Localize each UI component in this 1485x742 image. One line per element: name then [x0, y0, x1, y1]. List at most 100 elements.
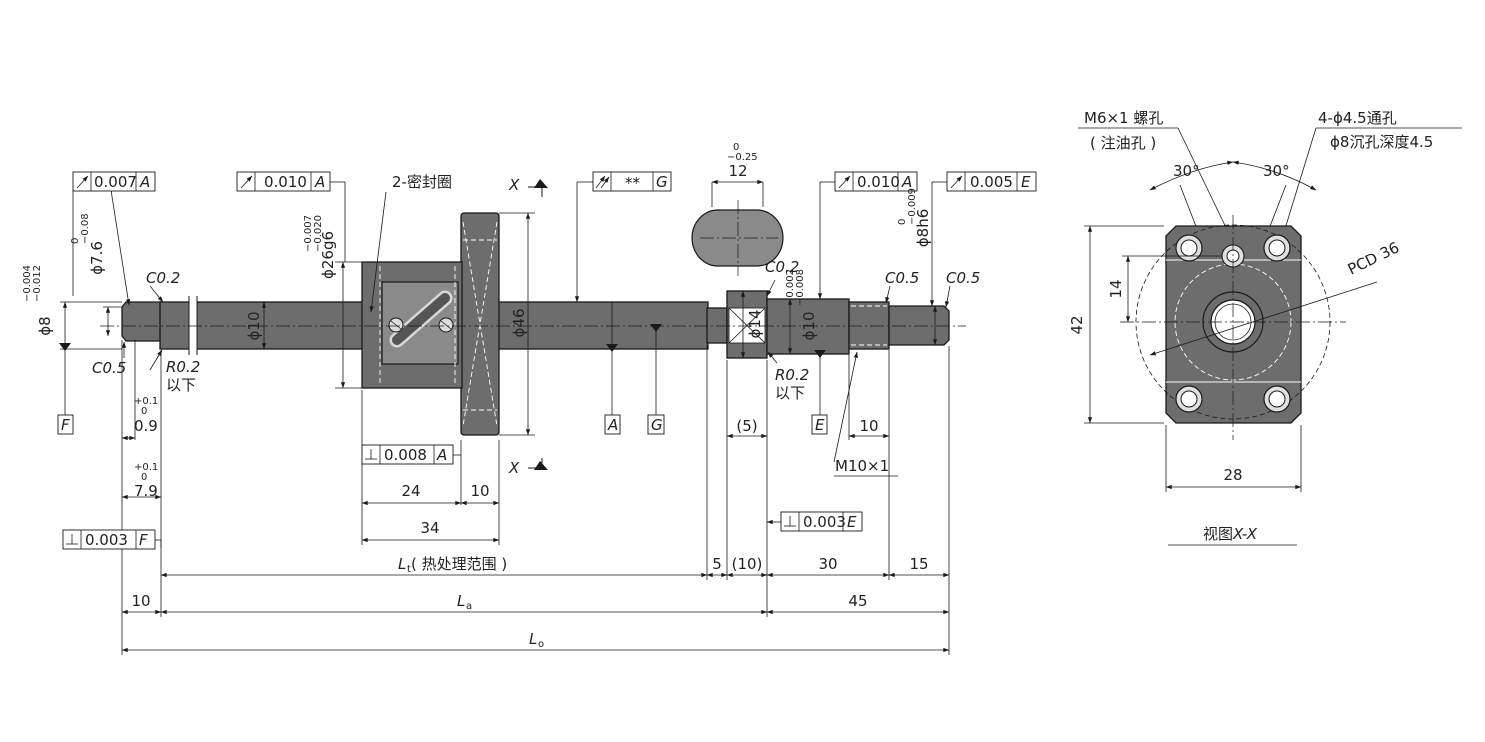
view-m6-note: ( 注油孔 ): [1090, 134, 1156, 152]
tol-0005: 0.005: [970, 173, 1013, 191]
end-view-texts: M6×1 螺孔 ( 注油孔 ) 4-ϕ4.5通孔 ϕ8沉孔深度4.5 30° 3…: [1068, 109, 1433, 543]
view-w28: 28: [1223, 466, 1242, 484]
dim-m10: M10×1: [835, 457, 889, 475]
screw-side-view: [100, 212, 966, 436]
dim-c02-right: C0.2: [765, 258, 799, 276]
dim-c05-right: C0.5: [946, 269, 980, 287]
dimension-lines: [59, 179, 951, 655]
tol-0003-e: 0.003: [803, 513, 846, 531]
dim-la-sub: a: [466, 601, 472, 612]
dim-d76: ϕ7.6: [88, 241, 106, 275]
dim-d26-upper: −0.007: [303, 215, 314, 252]
dim-lt-note: ( 热处理范围 ): [411, 555, 507, 573]
tol-0010-left: 0.010: [264, 173, 307, 191]
dim-30: 30: [818, 555, 837, 573]
dim-r02-right: R0.2: [775, 366, 809, 384]
dim-15: 15: [909, 555, 928, 573]
dim-d8-lower: −0.012: [32, 265, 43, 302]
neck-segment: [706, 307, 728, 344]
tol-0007: 0.007: [94, 173, 137, 191]
dim-5: 5: [712, 555, 722, 573]
dim-09-lower: 0: [141, 406, 147, 417]
dim-79: 7.9: [134, 482, 158, 500]
view-angle-left: 30°: [1173, 162, 1200, 180]
datum-ref-a3: A: [901, 173, 912, 191]
dim-d46: ϕ46: [510, 309, 528, 338]
section-mark-top: X: [508, 176, 520, 194]
tol-0008: 0.008: [384, 446, 427, 464]
dim-d8h6-upper: 0: [897, 219, 908, 225]
dim-lt-sub: t: [407, 564, 411, 575]
dim-d14: ϕ14: [746, 310, 764, 339]
dim-34: 34: [420, 519, 439, 537]
dim-5p: (5): [736, 417, 757, 435]
datum-ref-e1: E: [1021, 173, 1031, 191]
dim-d76-upper: 0: [70, 238, 81, 244]
dim-d8h6-lower: −0.009: [907, 188, 918, 225]
end-view-xx: [1078, 127, 1462, 546]
dim-d10: ϕ10: [245, 312, 263, 341]
dim-c02-left: C0.2: [146, 269, 180, 287]
view-caption-x: X-X: [1232, 525, 1258, 543]
dim-lo-sub: o: [538, 639, 544, 650]
datum-a: A: [607, 416, 618, 434]
gdt-texts: 0.007 A 0.010 A ** G 0.010 A 0.005 E 0.0…: [61, 173, 1031, 549]
tol-parallel: **: [625, 174, 641, 192]
dim-r02-left: R0.2: [166, 358, 200, 376]
datum-ref-a4: A: [436, 446, 447, 464]
view-h42: 42: [1068, 315, 1086, 334]
dim-d10b-lower: −0.008: [795, 269, 806, 306]
dimension-texts: ϕ8 −0.004 −0.012 ϕ7.6 0 −0.08 ϕ26g6 −0.0…: [22, 142, 980, 650]
dim-10-left: 10: [131, 592, 150, 610]
dim-09: 0.9: [134, 417, 158, 435]
dim-79-upper: +0.1: [134, 462, 158, 473]
view-angle-right: 30°: [1263, 162, 1290, 180]
view-h14: 14: [1107, 279, 1125, 298]
dim-d8: ϕ8: [36, 316, 54, 335]
dim-r02-right-note: 以下: [775, 384, 805, 402]
dim-w12: 12: [728, 162, 747, 180]
dim-10-nut: 10: [470, 482, 489, 500]
gdt-frames: [57, 171, 1037, 550]
flat-section-shape: [691, 209, 784, 267]
mounting-holes: [1175, 234, 1291, 413]
datum-ref-a1: A: [139, 173, 150, 191]
dim-45: 45: [848, 592, 867, 610]
dim-24: 24: [401, 482, 420, 500]
dim-lo: L: [529, 630, 537, 648]
seal-label: 2-密封圈: [392, 173, 452, 191]
section-mark-bottom: X: [508, 459, 520, 477]
tol-0010-right: 0.010: [857, 173, 900, 191]
dim-w12-upper: 0: [733, 142, 739, 153]
dim-d26-lower: −0.020: [313, 215, 324, 252]
thread-section: [848, 301, 890, 350]
dim-d10b-upper: −0.002: [785, 269, 796, 306]
view-caption: 视图: [1203, 525, 1233, 543]
view-pcd: PCD 36: [1345, 238, 1402, 278]
datum-ref-f: F: [139, 531, 148, 549]
dim-w12-lower: −0.25: [727, 152, 758, 163]
datum-ref-g: G: [656, 173, 668, 191]
dim-10p: (10): [732, 555, 763, 573]
dim-c05-mid: C0.5: [885, 269, 919, 287]
dim-d8h6: ϕ8h6: [914, 209, 932, 248]
dim-lt: L: [398, 555, 406, 573]
dim-la: L: [457, 592, 465, 610]
dim-d76-lower: −0.08: [80, 213, 91, 244]
datum-ref-e2: E: [847, 513, 857, 531]
dim-79-lower: 0: [141, 472, 147, 483]
datum-e: E: [815, 416, 825, 434]
dim-r02-left-note: 以下: [166, 376, 196, 394]
dim-09-upper: +0.1: [134, 396, 158, 407]
dim-d10b: ϕ10: [800, 312, 818, 341]
left-journal: [121, 301, 162, 342]
datum-ref-a2: A: [314, 173, 325, 191]
tol-0003-f: 0.003: [85, 531, 128, 549]
flat-section: [691, 179, 784, 276]
dim-d26: ϕ26g6: [319, 231, 337, 279]
view-holes-note: ϕ8沉孔深度4.5: [1330, 133, 1433, 151]
dim-10-thread: 10: [859, 417, 878, 435]
shaft-break-gap: [189, 296, 197, 355]
datum-g: G: [651, 416, 663, 434]
